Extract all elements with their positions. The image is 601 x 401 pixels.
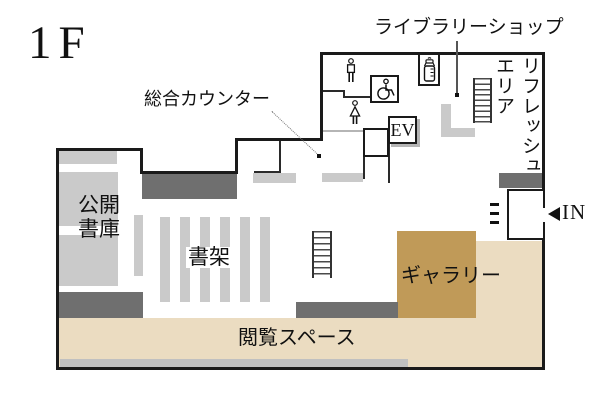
dark-counter-block-top [142, 174, 237, 199]
leader-line-shop [456, 41, 458, 93]
steps-icon [490, 203, 499, 206]
floor-label: 1F [28, 17, 92, 69]
partition-wall [343, 90, 345, 97]
steps-icon [490, 212, 499, 215]
counter-desk [322, 173, 363, 182]
partition-wall [279, 141, 281, 173]
leader-dot [455, 93, 459, 97]
mens-restroom-icon [345, 58, 357, 84]
counter-desk [253, 173, 296, 183]
open-stacks-shelf-block [59, 172, 118, 226]
entrance-in-label: IN [562, 200, 587, 224]
wall-segment [320, 52, 323, 141]
general-counter-label: 総合カウンター [144, 89, 270, 109]
dark-shelf-block-left [59, 292, 143, 318]
partition-wall [388, 143, 390, 183]
wall-segment [56, 148, 59, 370]
shop-counter-l [441, 104, 451, 137]
partition-wall [363, 156, 365, 179]
reading-space-floor [59, 318, 542, 367]
bookshelf-stripe [160, 217, 170, 302]
partition-wall [323, 90, 345, 92]
bookshelf-stripe [134, 215, 143, 276]
leader-dot [317, 154, 321, 158]
wall-segment [140, 171, 238, 174]
gallery-label: ギャラリー [401, 265, 501, 287]
entrance-alcove [507, 189, 543, 240]
wall-segment [320, 52, 545, 55]
library-shop-label: ライブラリーショップ [374, 17, 564, 38]
wheelchair-icon [373, 78, 397, 101]
wall-segment [235, 138, 323, 141]
bookshelf-stripe [240, 217, 250, 302]
partition-wall [343, 96, 371, 98]
floor-strip [60, 359, 408, 367]
open-stacks-shelf-block [59, 235, 118, 286]
elevator-label: EV [390, 120, 415, 140]
womens-restroom-icon [349, 100, 361, 126]
glass-partition [322, 130, 365, 132]
dark-block-refresh [499, 173, 542, 188]
dark-block-bottom-middle [296, 302, 398, 318]
gallery-area [397, 231, 476, 318]
bookshelf-stripe [180, 217, 190, 302]
entrance-arrow-icon [548, 207, 560, 221]
shop-counter-l [451, 128, 475, 137]
open-stacks-shelf-bar [59, 151, 117, 164]
wall-segment [542, 52, 545, 208]
wall-segment [56, 148, 143, 151]
open-stacks-label: 公開書庫 [78, 193, 120, 241]
partition-wall [254, 171, 281, 173]
stairs-icon [312, 231, 332, 278]
elevator-box: EV [388, 116, 417, 144]
wall-segment [56, 367, 545, 370]
reading-space-label: 閲覧スペース [238, 327, 356, 349]
wall-segment [140, 148, 143, 174]
bookshelves-label: 書架 [186, 245, 232, 269]
bookshelf-stripe [260, 217, 270, 302]
reading-space-floor-right [475, 241, 542, 318]
stairs-icon [473, 78, 492, 123]
wall-segment [542, 222, 545, 370]
refresh-area-label: リフレッシュエリア [493, 56, 540, 176]
stair-shaft-box [363, 128, 389, 157]
baby-bottle-icon [421, 57, 438, 83]
steps-icon [490, 221, 499, 224]
wall-segment [235, 138, 238, 174]
